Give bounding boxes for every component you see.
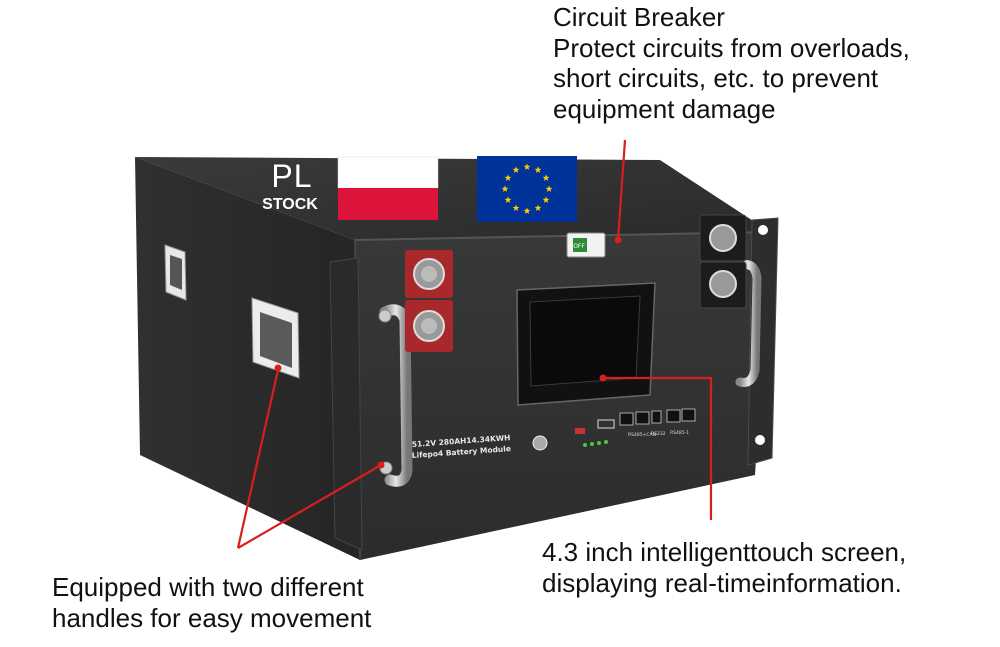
front-handle-left <box>379 304 413 487</box>
eu-star <box>512 204 520 211</box>
eu-star <box>504 196 512 203</box>
circuit-breaker-callout: Circuit Breaker Protect circuits from ov… <box>553 2 910 125</box>
poland-flag-icon <box>337 156 439 220</box>
battery-top-face <box>135 157 770 240</box>
callout-line: short circuits, etc. to prevent <box>553 63 879 94</box>
country-code-badge: PL <box>271 158 313 194</box>
eu-star <box>534 166 542 173</box>
touch-screen-callout: 4.3 inch intelligenttouch screen, displa… <box>542 537 906 598</box>
callout-title: Circuit Breaker <box>553 2 725 32</box>
eu-star <box>504 174 512 181</box>
rj45-port-1 <box>619 412 634 426</box>
eu-star <box>545 185 553 192</box>
callout-line: displaying real-timeinformation. <box>542 567 902 598</box>
rj45-port-3 <box>651 410 662 424</box>
eu-star <box>523 207 531 214</box>
eu-star <box>542 196 550 203</box>
eu-flag-icon <box>477 156 577 222</box>
callout-line: handles for easy movement <box>52 602 372 633</box>
rj45-port-4 <box>666 409 681 423</box>
callout-line: Protect circuits from overloads, <box>553 32 910 63</box>
front-handle-right <box>735 260 762 387</box>
eu-star <box>501 185 509 192</box>
port-label-3: RS485-1 <box>670 430 689 436</box>
battery-side-face <box>135 157 360 560</box>
handles-callout: Equipped with two different handles for … <box>52 572 371 633</box>
eu-star <box>512 166 520 173</box>
power-knob <box>532 435 548 451</box>
callout-lines <box>236 139 713 549</box>
callout-line: equipment damage <box>553 94 776 125</box>
port-label-1: RS485+CAN <box>628 432 656 438</box>
eu-star <box>542 174 550 181</box>
breaker-mark: OFF <box>573 243 585 250</box>
rack-ear-left <box>329 257 363 551</box>
rj45-port-2 <box>635 411 650 425</box>
touch-screen-display <box>529 295 641 387</box>
rj45-port-5 <box>681 408 696 422</box>
dip-switch <box>575 428 585 434</box>
stock-badge: STOCK <box>262 196 318 213</box>
eu-star <box>534 204 542 211</box>
eu-star <box>523 163 531 170</box>
address-display <box>597 419 615 429</box>
callout-line: Equipped with two different <box>52 572 364 602</box>
port-label-2: RS232 <box>651 431 666 437</box>
callout-line: 4.3 inch intelligenttouch screen, <box>542 537 907 567</box>
